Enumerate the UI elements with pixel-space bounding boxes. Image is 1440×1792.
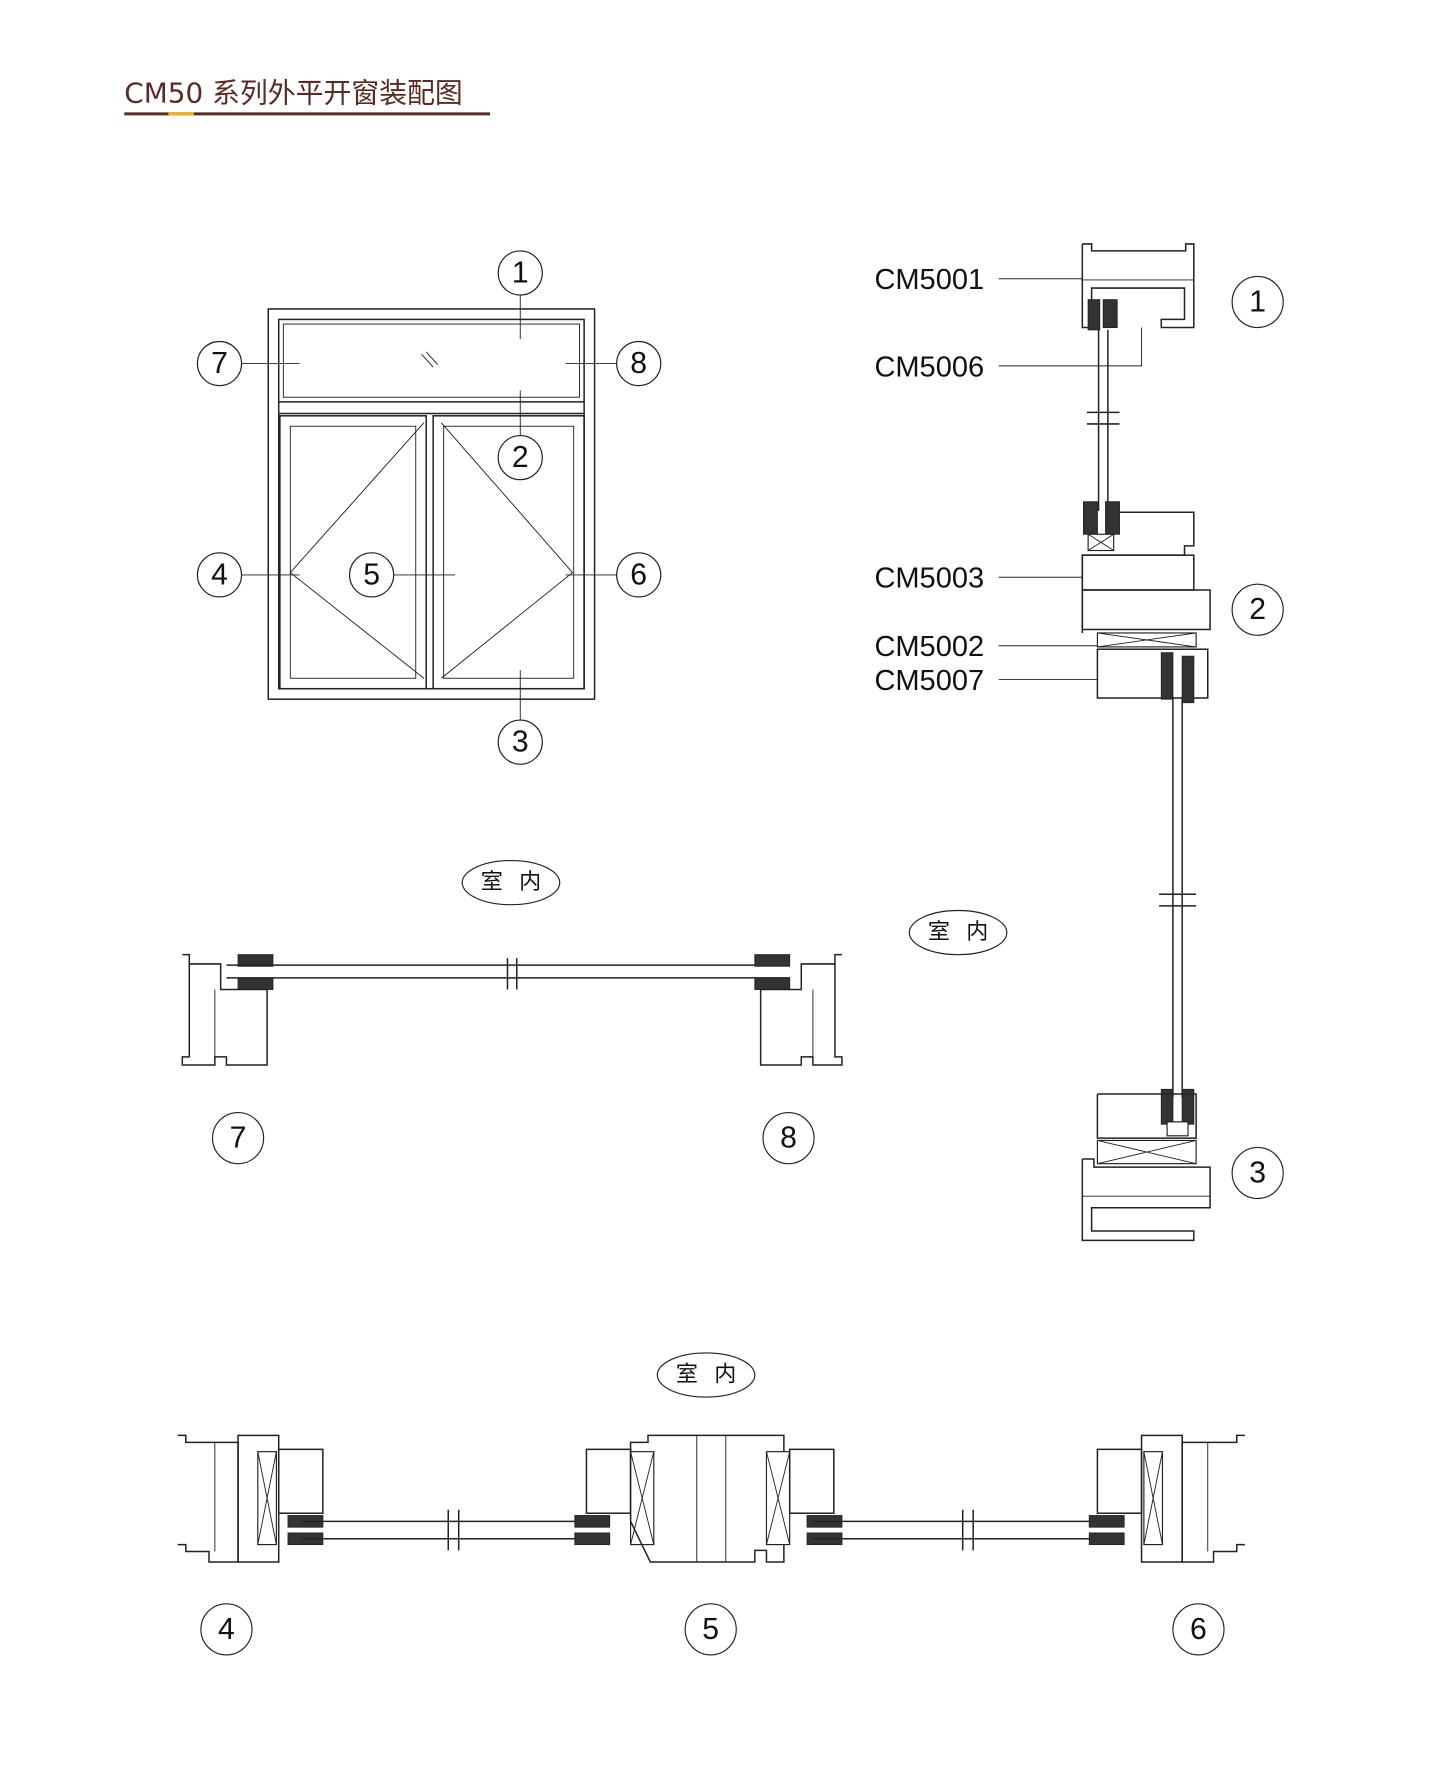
- callout-3: 3: [497, 719, 543, 765]
- section-callout-6: 6: [1172, 1603, 1225, 1656]
- elevation-callouts: 1 7 8 2 4 5 6 3: [196, 250, 662, 765]
- indoor-label-sash: 室 内: [656, 1352, 756, 1398]
- vertical-section: [1081, 243, 1211, 1242]
- svg-text:5: 5: [363, 558, 380, 591]
- window-elevation: [267, 308, 596, 700]
- svg-text:6: 6: [630, 558, 647, 591]
- label-cm5006: CM5006: [874, 351, 984, 383]
- section-callout-1: 1: [1231, 275, 1284, 329]
- section-callout-3: 3: [1231, 1146, 1284, 1200]
- section-callout-8: 8: [762, 1112, 815, 1165]
- svg-text:8: 8: [630, 347, 647, 380]
- callout-4: 4: [196, 552, 243, 598]
- callout-8: 8: [616, 340, 662, 387]
- svg-text:1: 1: [1249, 286, 1266, 319]
- svg-text:7: 7: [230, 1122, 247, 1155]
- label-cm5001: CM5001: [874, 264, 984, 296]
- callout-1: 1: [497, 250, 543, 296]
- svg-text:2: 2: [1249, 593, 1266, 626]
- svg-text:3: 3: [1249, 1156, 1266, 1189]
- svg-text:2: 2: [512, 441, 529, 474]
- section-callout-5: 5: [684, 1603, 737, 1656]
- callout-2: 2: [497, 434, 543, 481]
- svg-text:室 内: 室 内: [676, 1363, 741, 1388]
- callout-7: 7: [196, 340, 243, 387]
- indoor-label-vertical: 室 内: [908, 909, 1008, 956]
- label-cm5003: CM5003: [874, 563, 984, 595]
- section-callout-7: 7: [211, 1112, 265, 1165]
- sash-section-4-5-6: 室 内 4 5: [177, 1352, 1245, 1656]
- transom-section-7-8: 室 内 7 8: [181, 860, 843, 1165]
- section-callout-2: 2: [1231, 583, 1284, 636]
- page-title: CM50 系列外平开窗装配图: [124, 76, 463, 109]
- indoor-label-transom: 室 内: [461, 860, 561, 906]
- svg-text:1: 1: [512, 256, 529, 289]
- callout-6: 6: [616, 552, 662, 598]
- label-cm5002: CM5002: [874, 631, 984, 663]
- svg-text:4: 4: [218, 1613, 235, 1646]
- callout-5: 5: [348, 552, 395, 598]
- svg-text:4: 4: [211, 558, 228, 591]
- svg-text:5: 5: [702, 1613, 719, 1646]
- svg-text:8: 8: [780, 1122, 797, 1155]
- label-cm5007: CM5007: [874, 665, 984, 697]
- svg-text:6: 6: [1190, 1613, 1207, 1646]
- svg-text:室 内: 室 内: [481, 870, 546, 895]
- profile-labels: CM5001 CM5006 CM5003 CM5002 CM5007 1 2 3…: [874, 264, 1284, 1200]
- svg-text:室 内: 室 内: [928, 920, 993, 945]
- section-callout-4: 4: [200, 1603, 253, 1656]
- svg-text:7: 7: [211, 347, 228, 380]
- svg-text:3: 3: [512, 726, 529, 759]
